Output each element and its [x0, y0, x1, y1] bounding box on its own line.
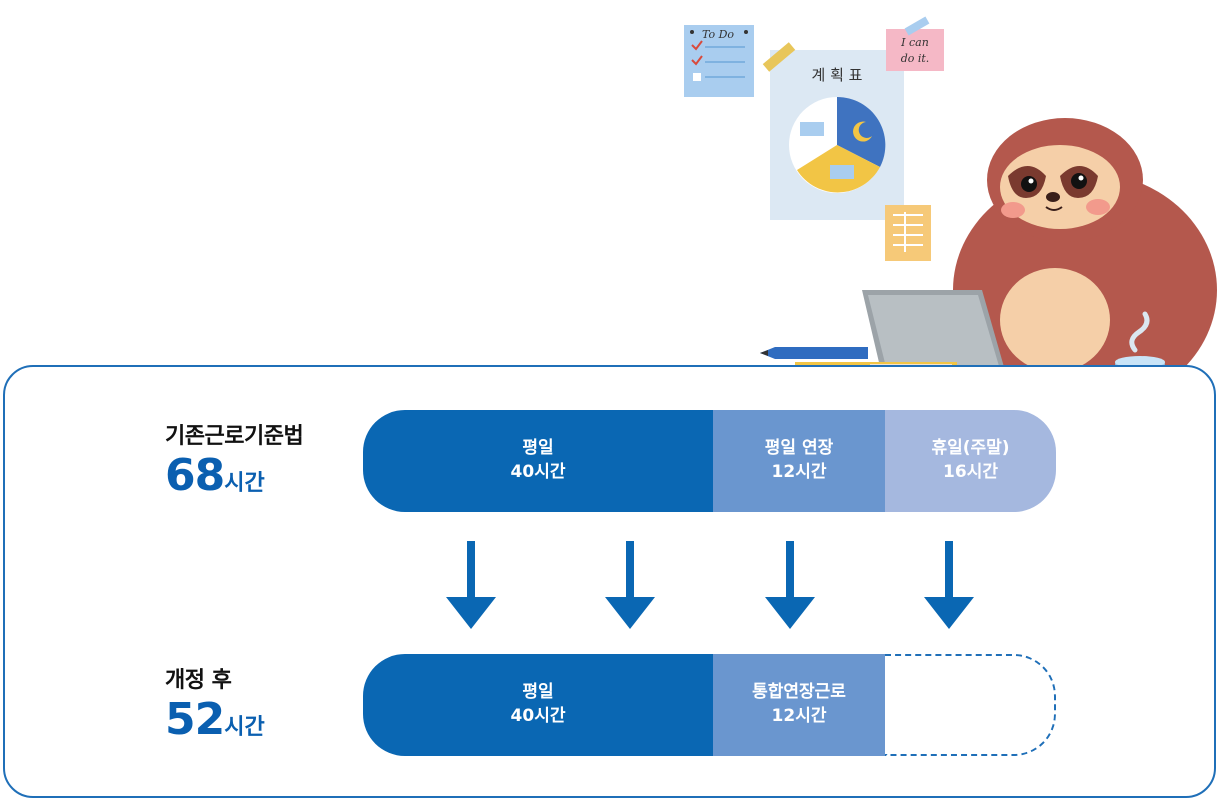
after-hours: 52시간	[165, 698, 265, 742]
segment-hours: 40시간	[510, 706, 566, 726]
after-segment-removed-placeholder	[885, 654, 1056, 756]
sticky-note-line1: I can	[900, 36, 929, 49]
before-hours-number: 68	[165, 450, 225, 501]
before-hours-unit: 시간	[224, 471, 265, 496]
before-label: 기존근로기준법 68시간	[165, 418, 304, 498]
todo-note: To Do	[684, 25, 754, 97]
before-hours: 68시간	[165, 454, 303, 498]
segment-name: 평일 연장	[764, 438, 834, 459]
plan-sheet: 계 획 표	[762, 42, 904, 220]
after-hours-number: 52	[165, 694, 225, 745]
before-bar: 평일 40시간 평일 연장 12시간 휴일(주말) 16시간	[363, 410, 1056, 512]
grid-note	[885, 205, 931, 261]
sticky-note-line2: do it.	[901, 52, 930, 65]
down-arrow-icon	[605, 541, 655, 629]
after-title: 개정 후	[165, 668, 232, 693]
plan-sheet-title: 계 획 표	[812, 66, 863, 84]
down-arrow-icon	[446, 541, 496, 629]
after-bar: 평일 40시간 통합연장근로 12시간	[363, 654, 1056, 756]
before-segment-weekday: 평일 40시간	[363, 410, 713, 512]
segment-name: 평일	[522, 438, 554, 459]
segment-name: 평일	[522, 682, 554, 703]
after-segment-weekday: 평일 40시간	[363, 654, 713, 756]
segment-hours: 16시간	[943, 462, 998, 482]
sticky-note: I can do it.	[886, 16, 944, 71]
segment-hours: 12시간	[771, 462, 827, 482]
segment-hours: 12시간	[771, 706, 827, 726]
segment-name: 휴일(주말)	[931, 438, 1010, 459]
before-segment-holiday: 휴일(주말) 16시간	[885, 410, 1056, 512]
before-title: 기존근로기준법	[165, 424, 304, 449]
after-segment-integrated-overtime: 통합연장근로 12시간	[713, 654, 885, 756]
sloth	[953, 118, 1217, 408]
before-segment-weekday-overtime: 평일 연장 12시간	[713, 410, 885, 512]
segment-hours: 40시간	[510, 462, 566, 482]
after-label: 개정 후 52시간	[165, 662, 265, 742]
down-arrow-icon	[765, 541, 815, 629]
after-hours-unit: 시간	[224, 715, 265, 740]
segment-name: 통합연장근로	[752, 682, 846, 703]
down-arrow-icon	[924, 541, 974, 629]
todo-note-label: To Do	[702, 28, 734, 41]
